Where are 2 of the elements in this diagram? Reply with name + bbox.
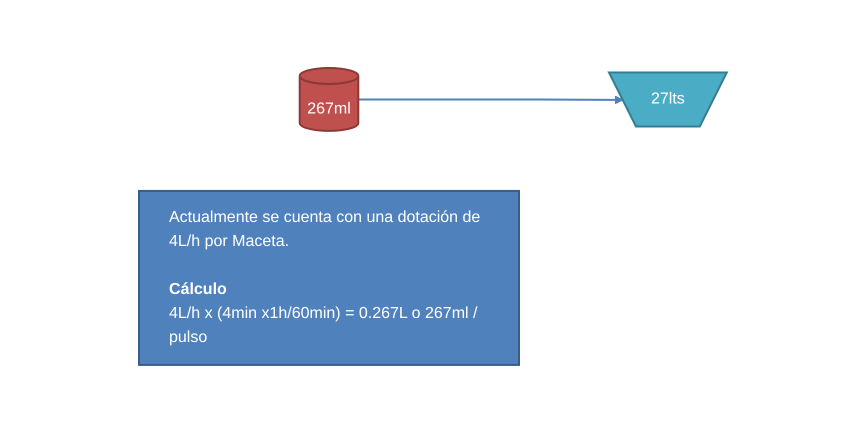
node-box: Actualmente se cuenta con una dotación de 4L/h por Maceta. Cálculo 4L/h x (4min x1h/60min) = 0.267L o 267ml / pulso <box>138 189 520 366</box>
arrow <box>358 95 623 104</box>
